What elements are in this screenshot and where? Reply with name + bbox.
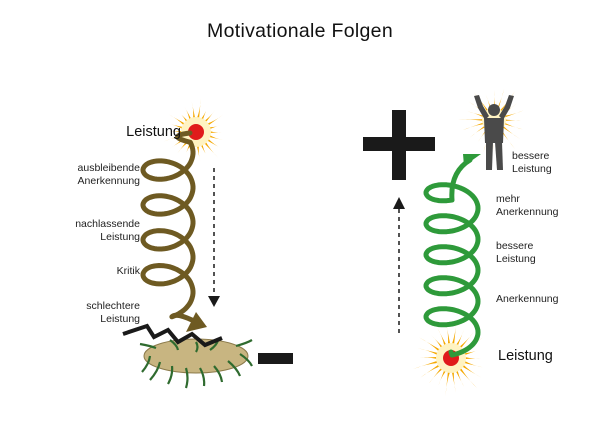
plus-sign-icon: [363, 110, 435, 180]
page-title: Motivationale Folgen: [207, 20, 393, 42]
sun-icon: [412, 318, 484, 396]
negative-step-1: ausbleibende Anerkennung: [77, 162, 140, 187]
negative-start-label: Leistung: [126, 124, 181, 140]
negative-step-4: schlechtere Leistung: [86, 300, 140, 325]
person-cheering-icon: [458, 88, 524, 170]
negative-spiral-arrowhead: [186, 312, 207, 332]
positive-step-4: bessere Leistung: [512, 150, 552, 175]
positive-start-label: Leistung: [498, 348, 553, 364]
negative-step-2: nachlassende Leistung: [75, 218, 140, 243]
positive-step-3: mehr Anerkennung: [496, 193, 559, 218]
dashed-arrow-up-icon: [393, 197, 405, 333]
dashed-arrow-down-icon: [208, 168, 220, 307]
positive-spiral-arrowhead: [463, 154, 481, 166]
minus-sign-icon: [258, 353, 293, 364]
broken-ground-icon: [122, 323, 253, 389]
positive-spiral: [423, 157, 481, 358]
positive-step-1: Anerkennung: [496, 293, 559, 305]
positive-step-2: bessere Leistung: [496, 240, 536, 265]
negative-step-3: Kritik: [116, 265, 140, 277]
negative-spiral: [140, 130, 199, 325]
